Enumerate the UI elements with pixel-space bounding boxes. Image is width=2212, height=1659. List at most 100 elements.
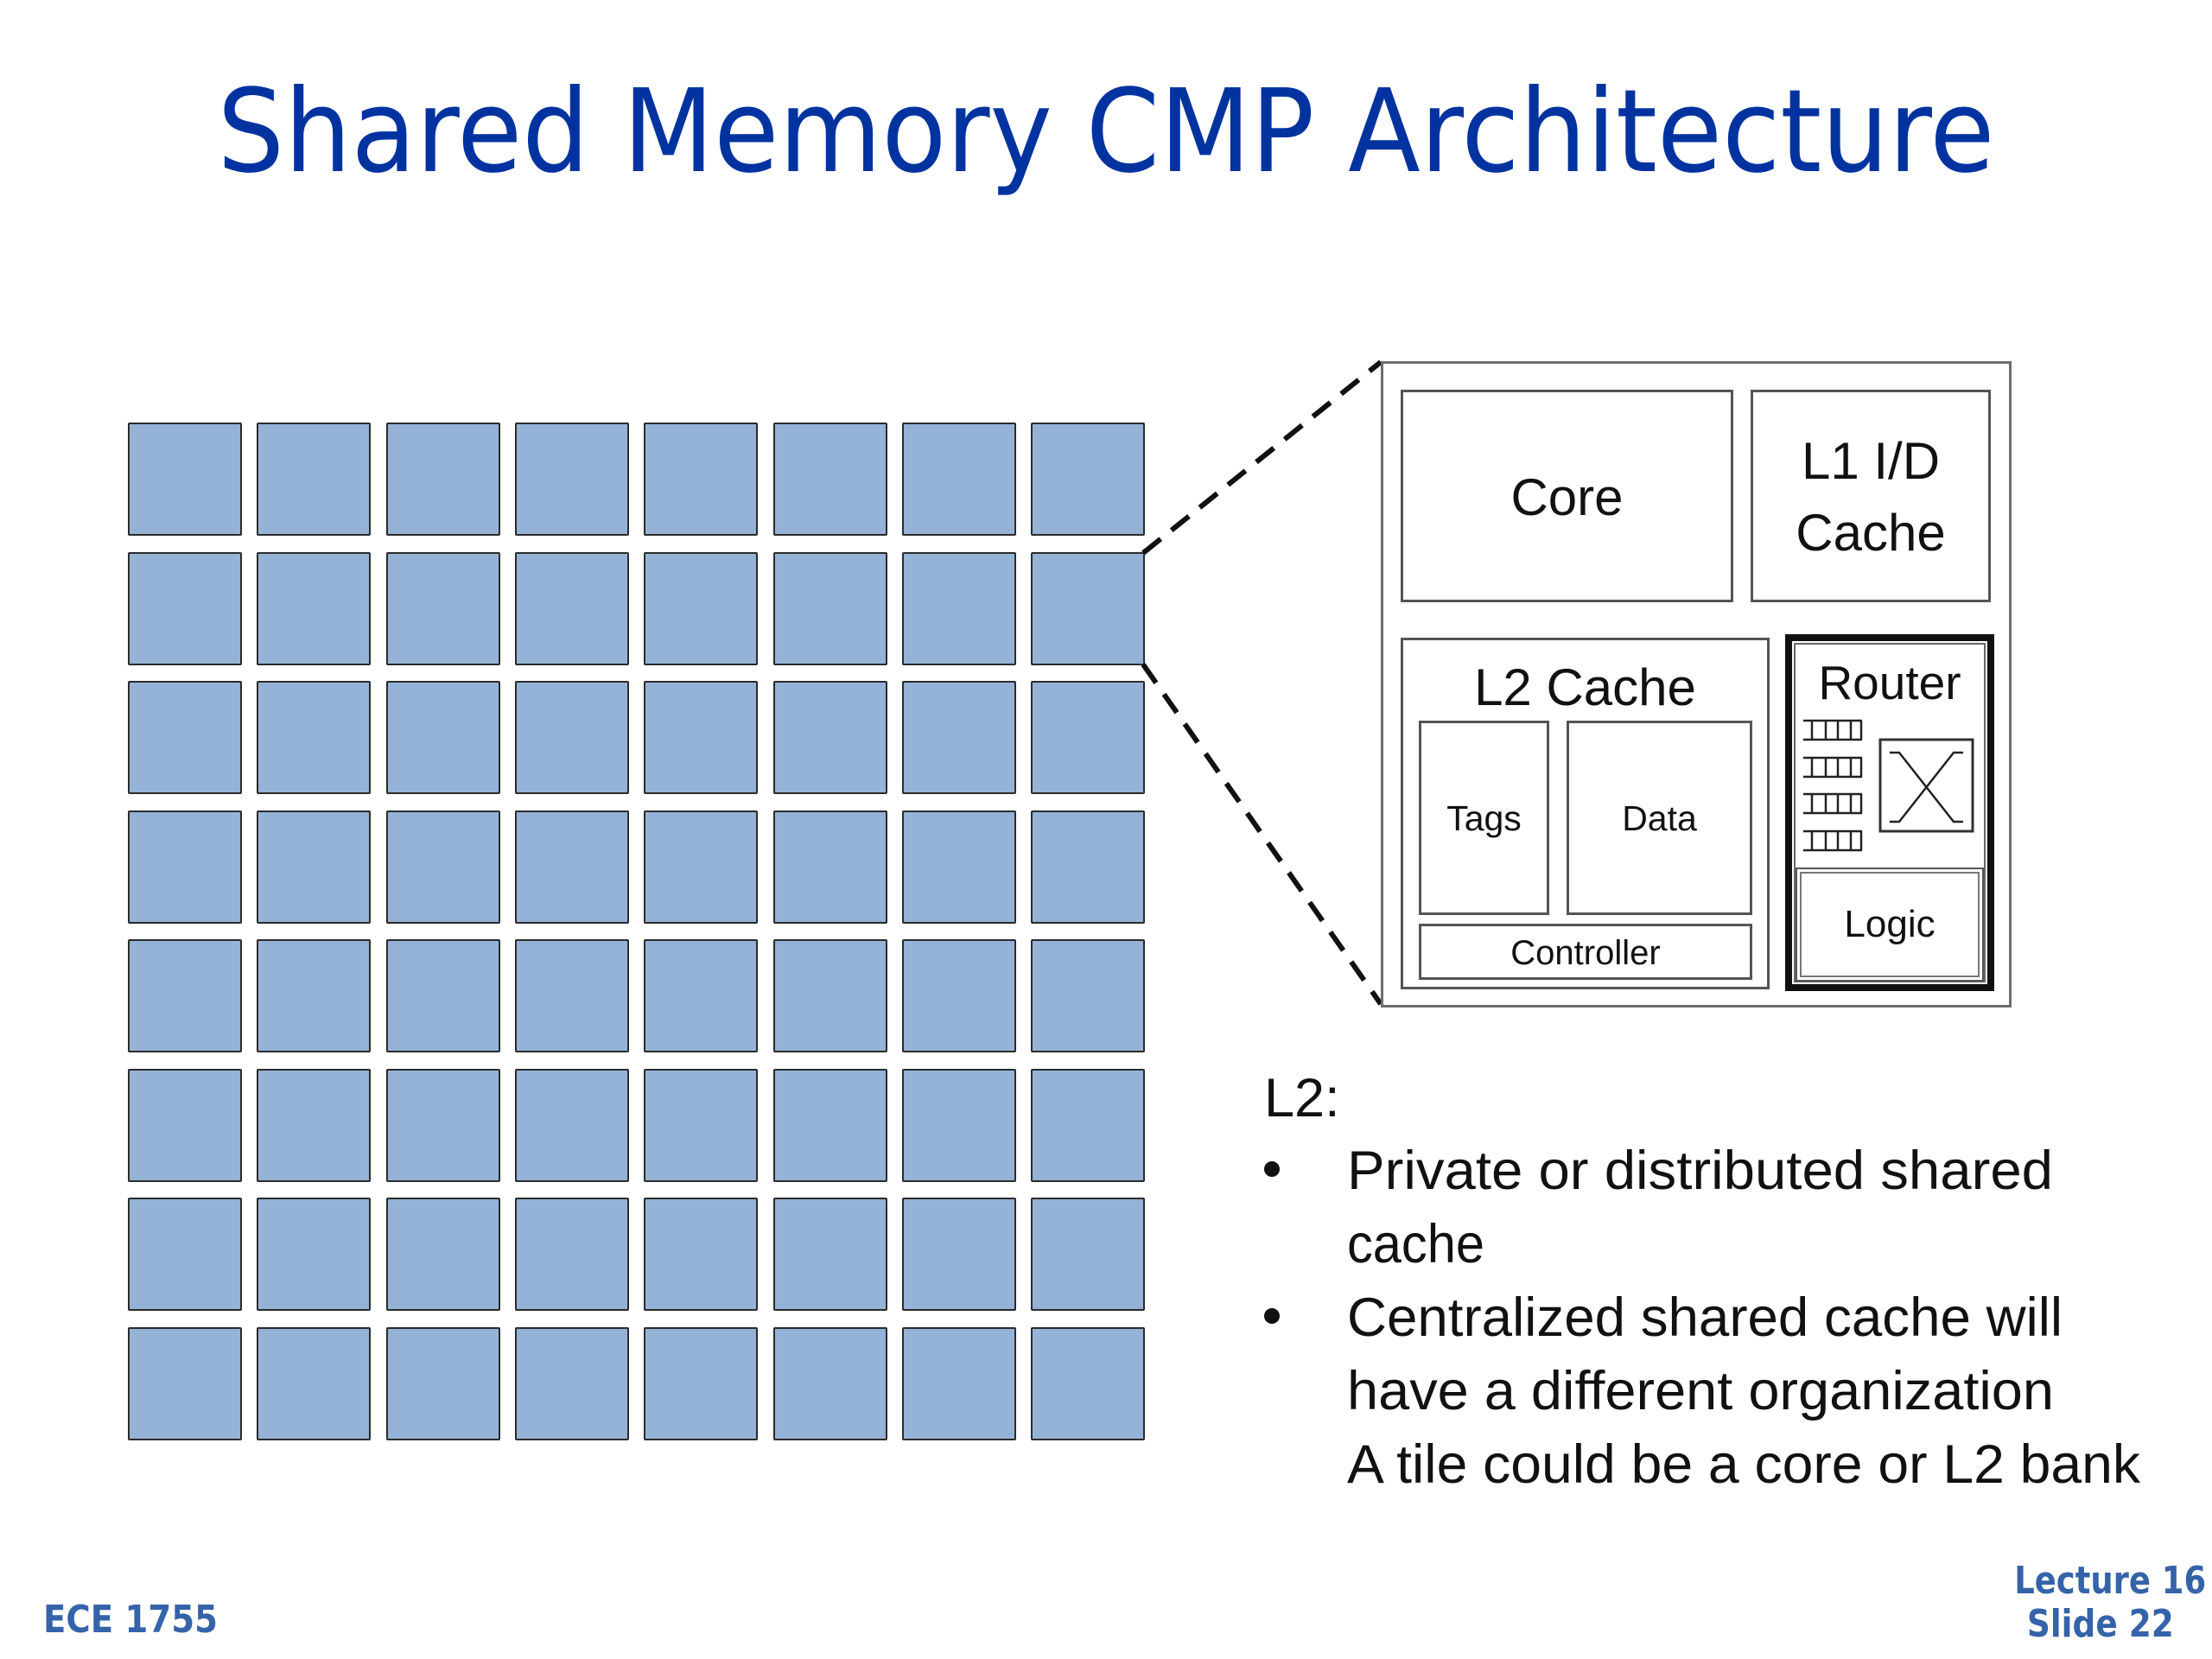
tile: [1031, 939, 1146, 1052]
tile: [257, 1326, 372, 1440]
queue-buffer-icon: [1803, 756, 1863, 779]
data-label: Data: [1622, 798, 1697, 838]
tile: [128, 939, 242, 1052]
tile: [772, 681, 887, 794]
tile: [901, 423, 1016, 536]
notes-line: cache: [1347, 1214, 1484, 1274]
router-label: Router: [1818, 656, 1961, 709]
tile: [257, 1198, 372, 1311]
tags-label: Tags: [1446, 798, 1522, 838]
tile: [385, 1068, 500, 1182]
notes-line: Private or distributed shared: [1347, 1141, 2053, 1201]
tile: [514, 1326, 629, 1440]
tile: [901, 1326, 1016, 1440]
tile: [901, 939, 1016, 1052]
tile: [514, 423, 629, 536]
tile: [644, 681, 759, 794]
tile: [1031, 810, 1146, 924]
tile: [772, 810, 887, 924]
tile: [772, 551, 887, 665]
tile: [644, 1326, 759, 1440]
tile: [128, 1068, 242, 1182]
router-buffers: [1803, 719, 1863, 852]
footer-course: ECE 1755: [43, 1598, 218, 1642]
tile: [772, 1068, 887, 1182]
tile: [514, 1198, 629, 1311]
tile: [1031, 423, 1146, 536]
tile: [385, 1198, 500, 1311]
tile: [257, 423, 372, 536]
tile: [257, 939, 372, 1052]
l1-cache-block: [1751, 390, 1991, 602]
tile: [385, 810, 500, 924]
tile: [128, 681, 242, 794]
tile: [385, 939, 500, 1052]
tile: [514, 1068, 629, 1182]
tile: [901, 810, 1016, 924]
tile: [644, 423, 759, 536]
tile: [772, 1198, 887, 1311]
tile: [385, 423, 500, 536]
notes-heading: L2:: [1264, 1068, 1340, 1128]
tile: [644, 810, 759, 924]
logic-label: Logic: [1844, 903, 1936, 945]
l1-label-line1: L1 I/D: [1801, 432, 1941, 490]
queue-buffer-icon: [1803, 719, 1863, 741]
notes-line: A tile could be a core or L2 bank: [1347, 1434, 2140, 1495]
tile: [128, 1326, 242, 1440]
tile: [901, 1068, 1016, 1182]
queue-buffer-icon: [1803, 830, 1863, 852]
tile: [644, 551, 759, 665]
router-internals: [1803, 719, 1974, 852]
notes-line: have a different organization: [1347, 1361, 2054, 1421]
tile: [257, 1068, 372, 1182]
slide-title: Shared Memory CMP Architecture: [0, 75, 2212, 190]
footer-lecture: Lecture 16: [2014, 1559, 2207, 1603]
tile: [1031, 551, 1146, 665]
tile: [901, 1198, 1016, 1311]
crossbar-switch-icon: [1878, 738, 1974, 833]
core-label: Core: [1510, 468, 1624, 526]
tile: [772, 423, 887, 536]
tile: [514, 939, 629, 1052]
tile: [385, 1326, 500, 1440]
l2-cache-label: L2 Cache: [1474, 658, 1696, 716]
tile: [1031, 1068, 1146, 1182]
tile: [257, 681, 372, 794]
core-block: [1401, 390, 1733, 602]
controller-block: [1419, 924, 1752, 980]
router-logic-block: [1796, 868, 1984, 982]
tile: [772, 939, 887, 1052]
tile: [128, 810, 242, 924]
queue-buffer-icon: [1803, 792, 1863, 815]
slide-title-text: Shared Memory CMP Architecture: [217, 66, 1995, 199]
controller-label: Controller: [1510, 934, 1661, 972]
notes-line: Centralized shared cache will: [1347, 1287, 2063, 1348]
tile: [1031, 1326, 1146, 1440]
tile: [514, 810, 629, 924]
bullet-icon: [1264, 1161, 1280, 1177]
tile: [128, 1198, 242, 1311]
tile: [128, 551, 242, 665]
l1-label-line2: Cache: [1796, 504, 1946, 562]
tile: [1031, 1198, 1146, 1311]
tile: [772, 1326, 887, 1440]
tile: [901, 551, 1016, 665]
tile: [514, 551, 629, 665]
tile: [644, 1068, 759, 1182]
tile: [257, 810, 372, 924]
tile: [1031, 681, 1146, 794]
footer-slide-number: Slide 22: [2027, 1602, 2174, 1646]
tile: [385, 681, 500, 794]
tags-block: [1419, 721, 1549, 915]
callout-line-top: [1141, 359, 1382, 556]
callout-line-bottom: [1141, 663, 1383, 1006]
tile: [385, 551, 500, 665]
tile: [257, 551, 372, 665]
tile: [644, 1198, 759, 1311]
data-block: [1567, 721, 1752, 915]
tile: [644, 939, 759, 1052]
tile: [128, 423, 242, 536]
